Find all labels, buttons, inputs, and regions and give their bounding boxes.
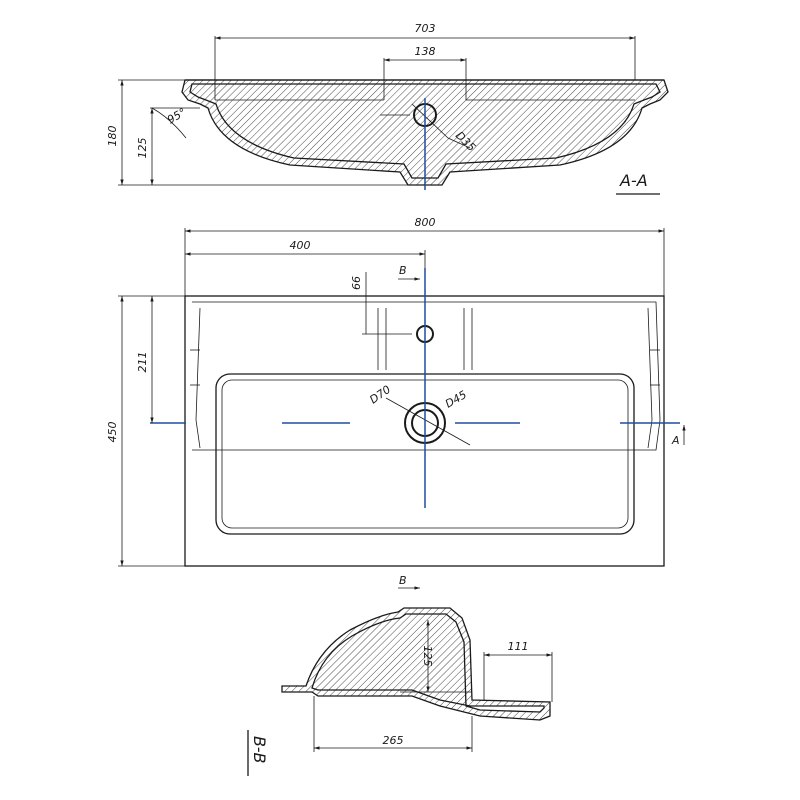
- dim-138-label: 138: [415, 45, 436, 58]
- dim-125-label: 125: [136, 138, 149, 159]
- plan-view: 800 400 D70 D45: [106, 216, 686, 567]
- dim-half-width: 400: [185, 239, 426, 296]
- section-aa: 703 138 D35 180 125: [106, 22, 669, 195]
- dim-d70-label: D70: [367, 383, 393, 407]
- section-bb-label: B-B: [250, 736, 269, 763]
- basin-side-section: [281, 607, 551, 721]
- marker-a-right: A: [671, 434, 680, 447]
- dim-450-label: 450: [106, 422, 119, 443]
- dim-width: 800: [184, 216, 665, 296]
- dim-111-label: 111: [508, 640, 529, 653]
- dim-66-label: 66: [350, 276, 363, 290]
- dim-d45-label: D45: [443, 388, 469, 410]
- angle-arc: [151, 107, 187, 139]
- dim-800-label: 800: [415, 216, 436, 229]
- dim-height: 180 125: [106, 79, 408, 186]
- dim-265-label: 265: [383, 734, 404, 747]
- marker-b-bottom: B: [399, 574, 407, 587]
- dim-400-label: 400: [290, 239, 311, 252]
- section-aa-label: A-A: [619, 171, 648, 190]
- angle-label: 95°: [165, 106, 188, 127]
- dim-overall-width: 703: [214, 22, 636, 100]
- dim-211-label: 211: [136, 352, 149, 373]
- dim-bb-125-label: 125: [421, 646, 434, 667]
- section-bb: B 125 111 265 B-B: [247, 574, 553, 776]
- dim-703-label: 703: [415, 22, 436, 35]
- marker-b-top: B: [399, 264, 407, 277]
- dim-180-label: 180: [106, 126, 119, 147]
